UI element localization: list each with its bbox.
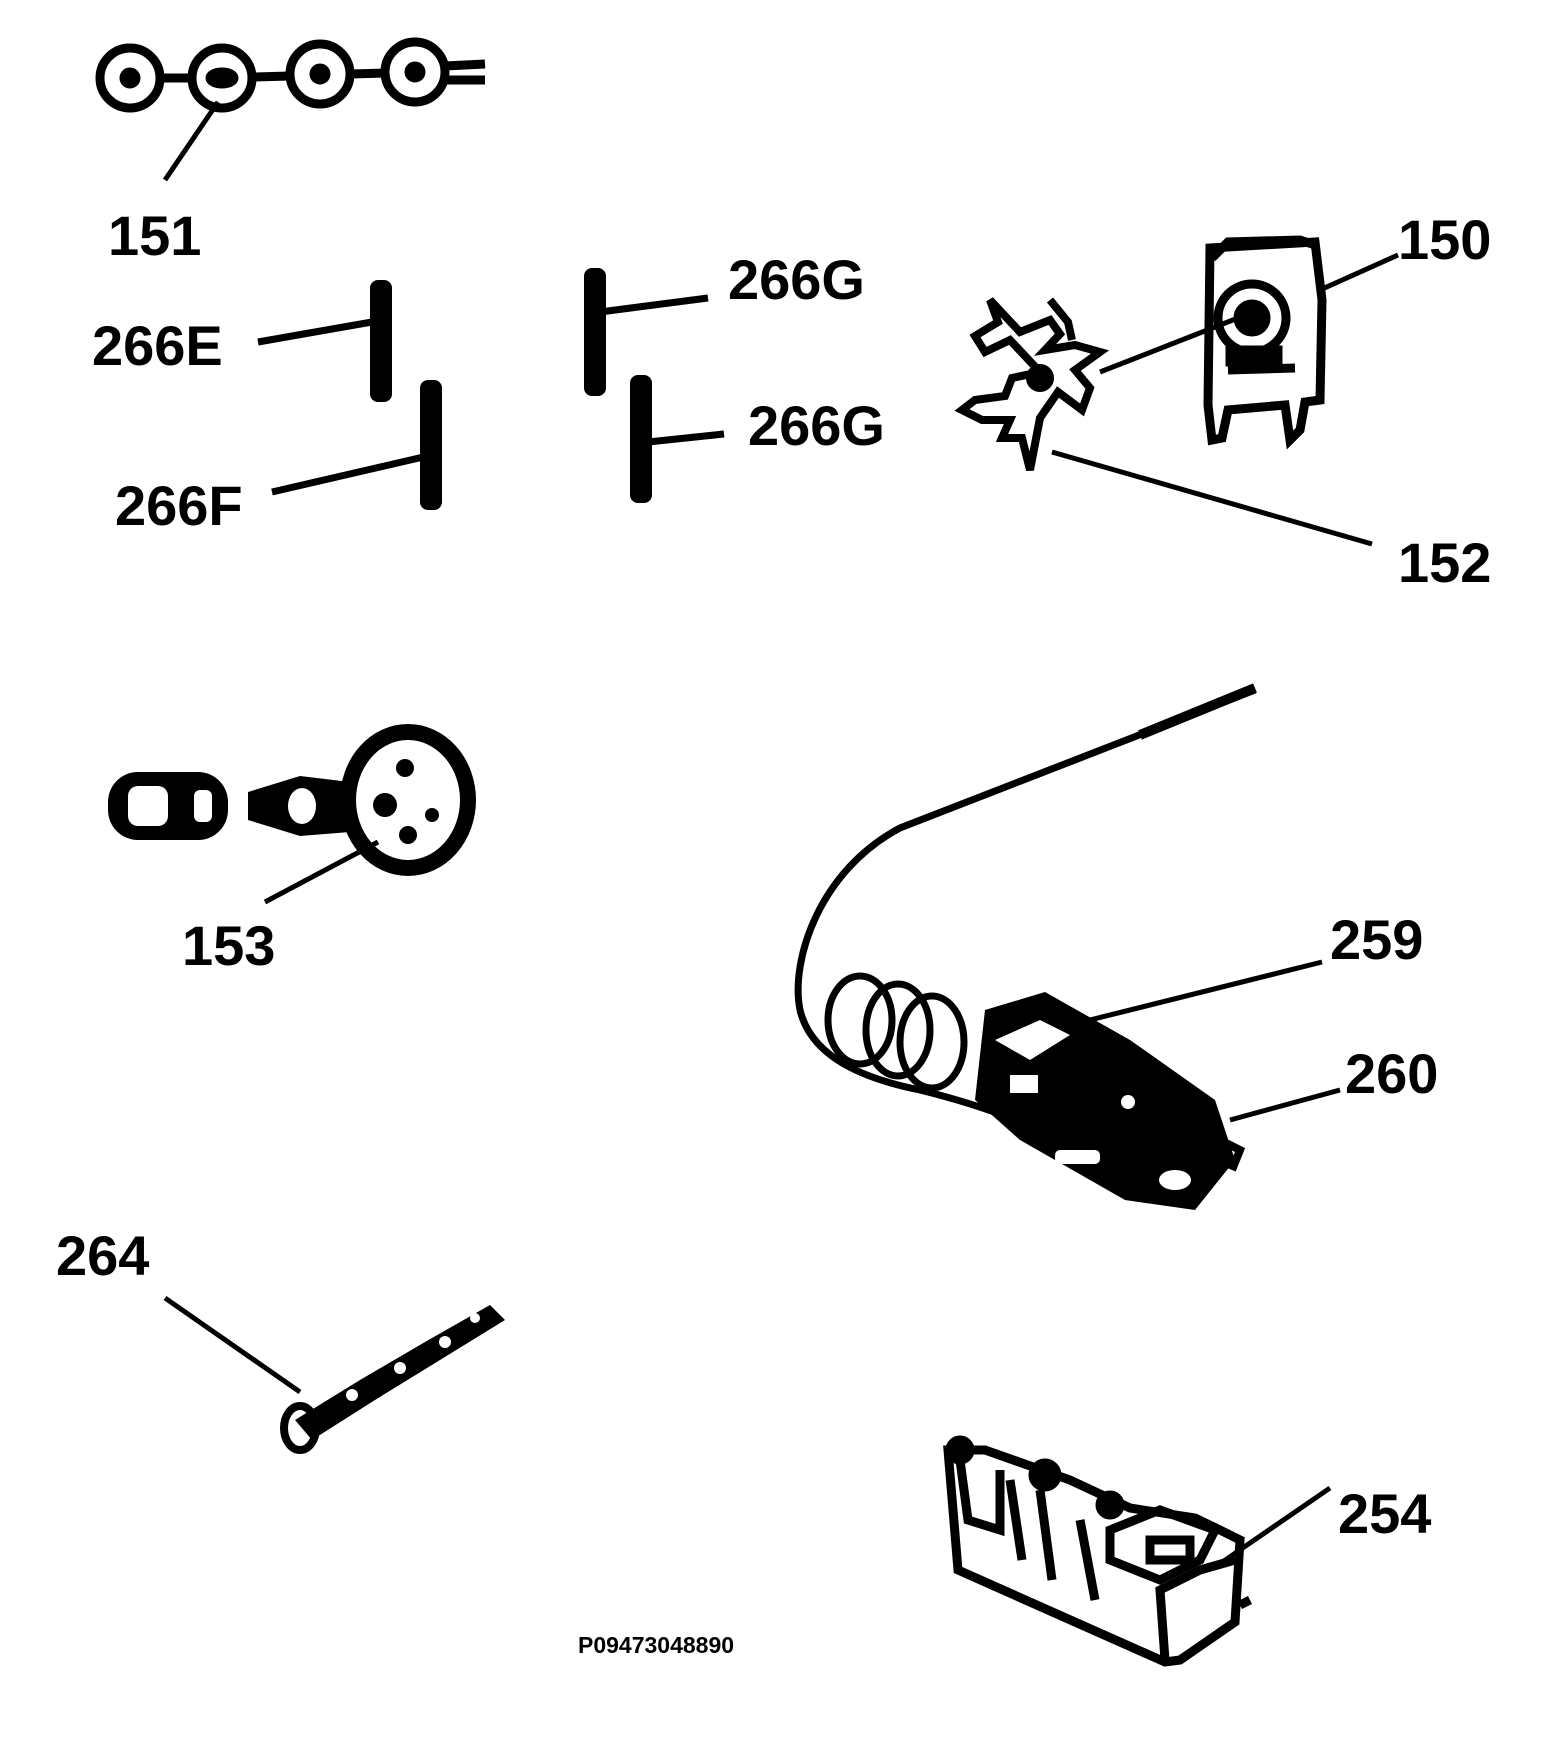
callout-266g-top: 266G [728,248,865,311]
part-264-spring [280,1305,505,1454]
part-266g-top-bolt [584,268,709,396]
leader-152 [1051,449,1373,547]
leader-264 [163,1295,302,1395]
leader-153 [263,839,380,905]
callout-260: 260 [1345,1042,1439,1105]
part-150-thermostat [1203,235,1327,450]
leader-150-shaft [1099,315,1239,375]
leader-260 [1229,1087,1341,1123]
callout-266e: 266E [92,314,223,377]
leader-254 [1216,1485,1332,1568]
part-266g-bottom-bolt [630,375,725,503]
callout-150: 150 [1398,208,1492,271]
callout-254: 254 [1338,1482,1432,1545]
leader-151 [162,100,221,182]
callout-151: 151 [108,204,202,267]
leader-150 [1318,252,1400,293]
callout-152: 152 [1398,531,1492,594]
callout-264: 264 [56,1224,150,1287]
part-266e-bolt [257,280,392,402]
part-259-capillary-sensor [794,683,1257,1122]
callout-266f: 266F [115,474,243,537]
part-266f-bolt [271,380,442,510]
part-151-chain [95,37,486,113]
drawing-code: P09473048890 [578,1632,735,1658]
part-153-knob [108,724,476,876]
callout-153: 153 [182,914,276,977]
callout-259: 259 [1330,908,1424,971]
part-254-terminal-block [943,1435,1253,1667]
part-260-control-unit [975,992,1246,1210]
callout-266g-bottom: 266G [748,394,885,457]
part-152-impeller [954,297,1110,471]
leader-259 [1081,959,1323,1025]
